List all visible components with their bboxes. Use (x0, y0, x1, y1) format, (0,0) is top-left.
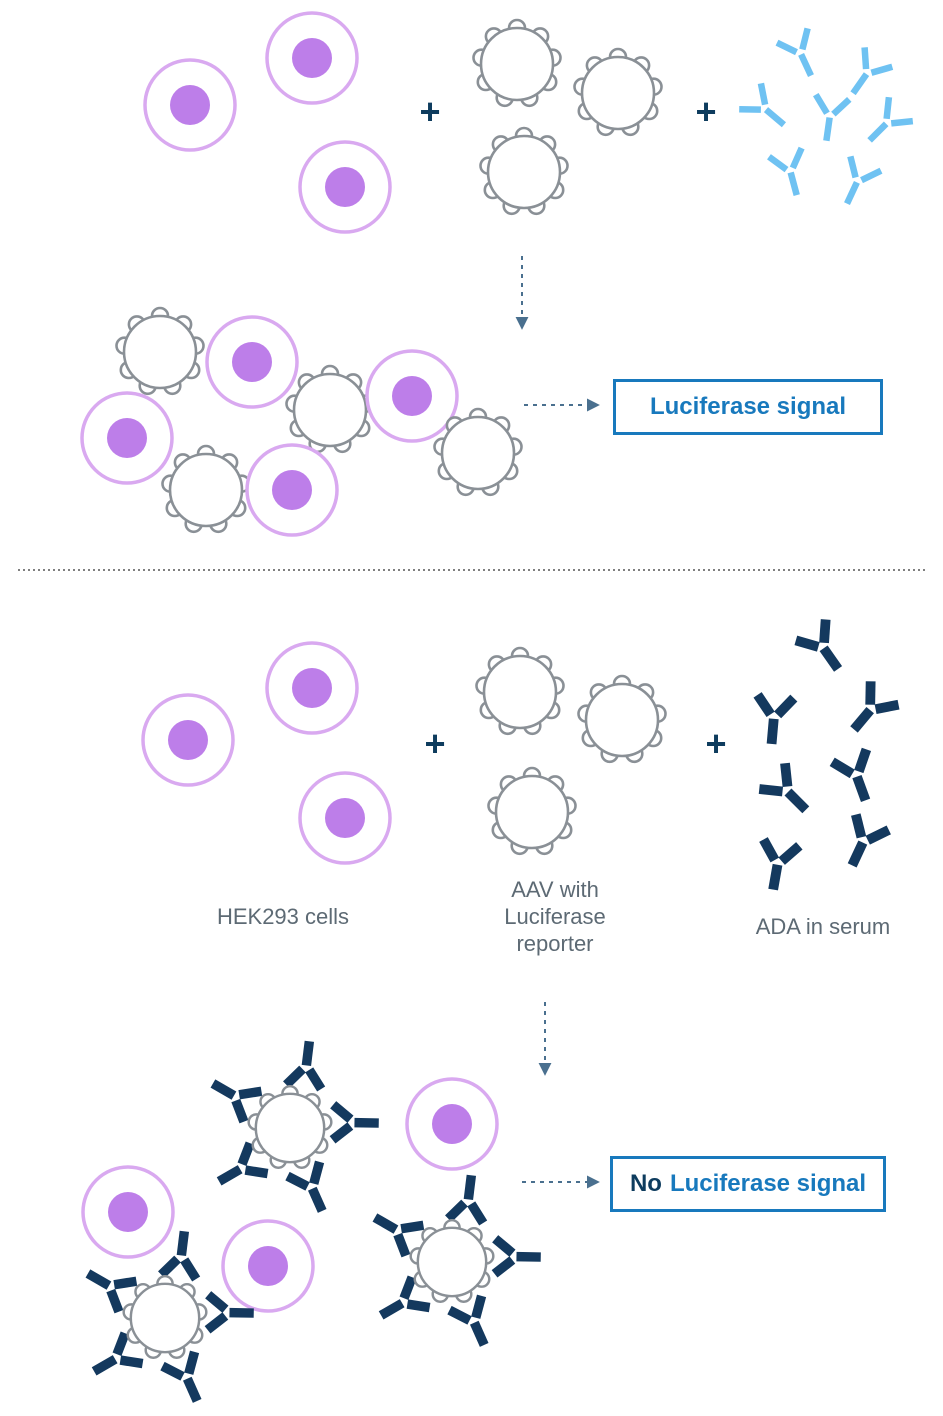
hek293-cell-icon (221, 1219, 315, 1313)
ada-antibody-icon (836, 815, 889, 874)
luciferase-signal-label: Luciferase signal (649, 393, 847, 420)
aav-capsid-icon (573, 47, 663, 137)
hek293-cell-icon (298, 140, 392, 234)
hek293-cell-icon (265, 11, 359, 105)
hek293-cell-icon (405, 1077, 499, 1171)
antibody-blue-icon (858, 97, 913, 152)
hek293-cell-icon (245, 443, 339, 537)
plus-sign: + (424, 723, 446, 764)
antibody-blue-icon (769, 148, 813, 199)
hek293-cell-icon (80, 391, 174, 485)
aav-capsid-icon (475, 646, 565, 736)
aav-capsid-icon (285, 364, 375, 454)
aav-luciferase-reporter-label: AAV with Luciferase reporter (504, 877, 606, 956)
neutralized-aav-complex (204, 1039, 379, 1218)
ada-antibody-icon (753, 695, 793, 746)
plus-sign: + (419, 91, 441, 132)
ada-in-serum-label: ADA in serum (755, 914, 891, 939)
luciferase-signal-box: Luciferase signal (613, 379, 883, 435)
antibody-blue-icon (839, 47, 892, 103)
hek293-cell-icon (143, 58, 237, 152)
antibody-blue-icon (810, 95, 850, 143)
antibody-blue-icon (777, 28, 826, 82)
hek293-cell-icon (265, 641, 359, 735)
aav-capsid-icon (577, 674, 667, 764)
ada-antibody-icon (832, 749, 882, 806)
neutralized-aav-complex (366, 1173, 541, 1352)
ada-antibody-icon (759, 763, 818, 822)
hek293-cell-icon (141, 693, 235, 787)
hek293-cell-icon (81, 1165, 175, 1259)
aav-capsid-icon (479, 126, 569, 216)
hek293-cell-icon (205, 315, 299, 409)
aav-capsid-icon (472, 18, 562, 108)
hek293-cell-icon (298, 771, 392, 865)
plus-sign: + (695, 91, 717, 132)
plus-sign: + (705, 723, 727, 764)
antibody-blue-icon (739, 83, 795, 137)
ada-antibody-icon (840, 681, 898, 741)
no-label: No (629, 1170, 662, 1197)
hek293-cell-icon (365, 349, 459, 443)
ada-antibody-icon (796, 620, 853, 680)
aav-capsid-icon (161, 444, 251, 534)
antibody-blue-icon (832, 156, 881, 210)
hek293-cells-label: HEK293 cells (216, 904, 350, 929)
no-luciferase-signal-box: No Luciferase signal (610, 1156, 886, 1212)
luciferase-signal-label: Luciferase signal (669, 1170, 867, 1197)
aav-capsid-icon (433, 407, 523, 497)
ada-antibody-icon (755, 840, 799, 893)
aav-capsid-icon (487, 766, 577, 856)
aav-capsid-icon (115, 306, 205, 396)
